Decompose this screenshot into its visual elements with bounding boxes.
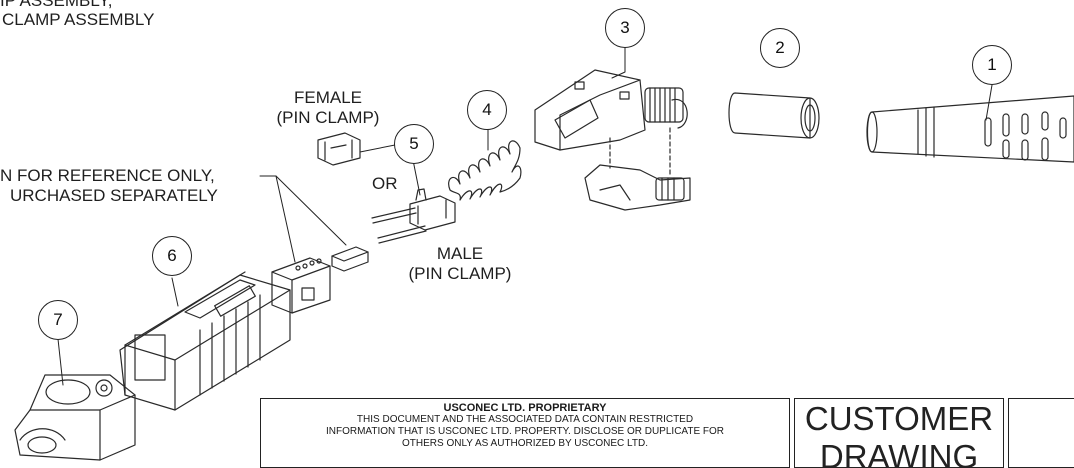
balloon-4: 4 bbox=[467, 90, 507, 130]
female-label: FEMALE bbox=[293, 88, 363, 107]
customer-drawing-box: CUSTOMER DRAWING bbox=[794, 398, 1004, 468]
customer-label: CUSTOMER bbox=[804, 400, 994, 437]
balloon-3: 3 bbox=[605, 8, 645, 48]
part-3-clamp-housing bbox=[534, 69, 691, 211]
part-2-sleeve bbox=[728, 92, 820, 139]
part-6-connector-housing bbox=[119, 271, 291, 411]
balloon-6: 6 bbox=[152, 236, 192, 276]
proprietary-line-2: INFORMATION THAT IS USCONEC LTD. PROPERT… bbox=[325, 426, 725, 437]
part-7-dust-cap bbox=[14, 374, 136, 461]
balloon-5: 5 bbox=[394, 124, 434, 164]
part-5-pin-clamps bbox=[317, 132, 456, 244]
logo-box bbox=[1008, 398, 1074, 468]
male-pin-clamp-label: (PIN CLAMP) bbox=[408, 264, 512, 283]
drawing-label: DRAWING bbox=[819, 438, 979, 468]
reference-note-line1: N FOR REFERENCE ONLY, bbox=[0, 166, 215, 185]
male-label: MALE bbox=[436, 244, 484, 263]
proprietary-line-3: OTHERS ONLY AS AUTHORIZED BY USCONEC LTD… bbox=[402, 438, 648, 449]
reference-ferrule-parts bbox=[271, 246, 369, 314]
balloon-1: 1 bbox=[972, 45, 1012, 85]
part-1-boot bbox=[866, 95, 1074, 163]
balloon-2: 2 bbox=[760, 28, 800, 68]
reference-note-line2: URCHASED SEPARATELY bbox=[10, 186, 218, 205]
assembly-note-line2: CLAMP ASSEMBLY bbox=[2, 10, 155, 29]
assembly-note-line1: IP ASSEMBLY, bbox=[0, 0, 113, 10]
balloon-7: 7 bbox=[38, 300, 78, 340]
proprietary-notice-box: USCONEC LTD. PROPRIETARY THIS DOCUMENT A… bbox=[260, 398, 790, 468]
proprietary-line-1: THIS DOCUMENT AND THE ASSOCIATED DATA CO… bbox=[356, 414, 694, 425]
leader-lines bbox=[57, 44, 993, 386]
proprietary-title: USCONEC LTD. PROPRIETARY bbox=[443, 402, 607, 414]
or-label: OR bbox=[372, 174, 398, 193]
female-pin-clamp-label: (PIN CLAMP) bbox=[276, 108, 380, 127]
part-4-spring bbox=[448, 140, 522, 201]
